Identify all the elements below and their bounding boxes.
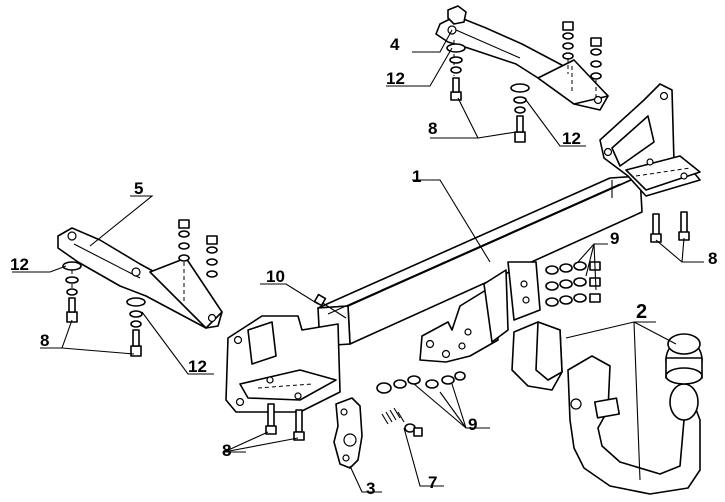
callout-9-upper: 9 <box>610 229 619 248</box>
left-mounting-plate <box>225 315 341 413</box>
washer-stack-top-left <box>446 43 466 101</box>
leader-lines <box>12 29 704 493</box>
nut-top-bracket <box>447 5 467 25</box>
callout-12-top-right: 12 <box>562 129 581 148</box>
right-mounting-plate <box>599 83 701 197</box>
washer-stack-left-b <box>126 297 146 357</box>
nut-stack-top-right-a <box>562 21 574 74</box>
nut-stack-left-c <box>178 219 190 262</box>
callout-2: 2 <box>636 301 647 323</box>
callout-12-left: 12 <box>10 255 29 274</box>
callout-4: 4 <box>390 35 400 54</box>
callout-1: 1 <box>412 167 421 186</box>
socket-plate-part-3 <box>333 397 363 469</box>
top-right-bracket-part-4 <box>435 15 609 111</box>
callout-8-right: 8 <box>708 249 717 268</box>
callout-3: 3 <box>366 479 375 498</box>
bolt-cluster-9-upper <box>545 261 601 307</box>
callout-7: 7 <box>428 473 437 492</box>
callout-10: 10 <box>266 267 285 286</box>
bolts-bottom-left <box>265 403 305 441</box>
bolts-right <box>650 211 690 243</box>
callout-12-top: 12 <box>386 69 405 88</box>
spring-part-7 <box>381 407 423 437</box>
callout-8-left: 8 <box>40 331 49 350</box>
callout-5: 5 <box>134 179 143 198</box>
nut-stack-top-right-b <box>590 37 602 98</box>
small-bolt-part-10 <box>313 293 347 319</box>
callout-8-bottom: 8 <box>222 441 231 460</box>
towball-hook-part-2 <box>511 321 703 495</box>
center-socket-plates <box>419 261 541 363</box>
callout-8-top: 8 <box>428 119 437 138</box>
nut-stack-left-d <box>206 235 218 278</box>
callout-12-left-lower: 12 <box>188 357 207 376</box>
bolt-cluster-9-lower <box>376 371 466 394</box>
washer-stack-top-mid <box>510 83 530 143</box>
washer-stack-left-a <box>62 261 82 323</box>
callout-9-lower: 9 <box>468 415 477 434</box>
left-bracket-part-5 <box>57 227 223 329</box>
